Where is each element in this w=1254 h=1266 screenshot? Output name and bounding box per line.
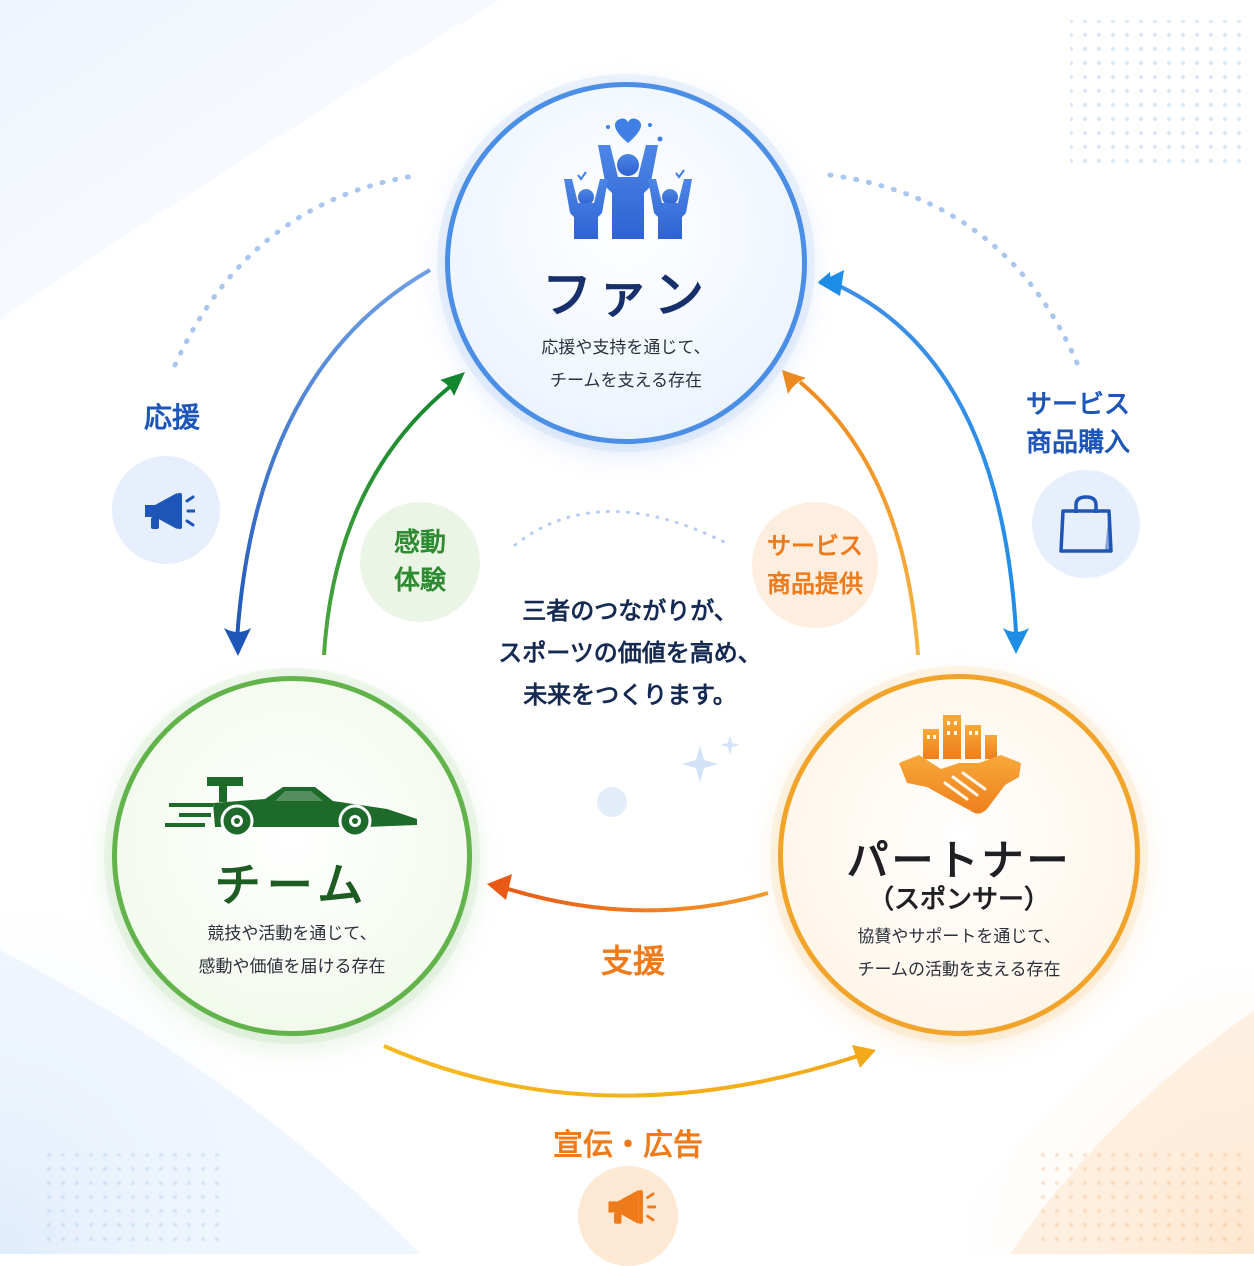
cheering-fans-icon xyxy=(564,118,692,239)
fan-description: 応援や支持を通じて、 チームを支える存在 xyxy=(450,332,802,398)
megaphone-icon xyxy=(608,1190,656,1224)
arrow-fan-partner xyxy=(818,270,1029,654)
center-line1: 三者のつながりが、 xyxy=(522,597,738,625)
label-support: 支援 xyxy=(600,942,665,980)
emotion-line2: 体験 xyxy=(393,566,446,596)
service-provide-line1: サービス xyxy=(767,532,863,560)
service-purchase-line2: 商品購入 xyxy=(1025,428,1130,458)
fan-title: ファン xyxy=(542,266,710,324)
label-service-purchase: サービス 商品購入 xyxy=(1010,386,1146,462)
partner-node: パートナー （スポンサー） 協賛やサポートを通じて、 チームの活動を支える存在 xyxy=(778,674,1140,1036)
fan-node: ファン 応援や支持を通じて、 チームを支える存在 xyxy=(445,82,807,444)
team-desc-line1: 競技や活動を通じて、 xyxy=(207,924,377,944)
partner-description: 協賛やサポートを通じて、 チームの活動を支える存在 xyxy=(783,921,1135,987)
label-cheer: 応援 xyxy=(143,401,200,434)
center-line3: 未来をつくります。 xyxy=(523,681,737,709)
service-provide-line2: 商品提供 xyxy=(767,570,863,598)
fan-desc-line2: チームを支える存在 xyxy=(550,371,702,391)
center-message: 三者のつながりが、 スポーツの価値を高め、 未来をつくります。 xyxy=(430,590,830,716)
partner-subtitle: （スポンサー） xyxy=(867,885,1050,915)
shopping-bag-icon xyxy=(1059,495,1113,553)
partner-title: パートナー xyxy=(846,836,1072,885)
partner-desc-line1: 協賛やサポートを通じて、 xyxy=(857,927,1061,947)
arrow-team-to-fan xyxy=(322,372,465,656)
team-node: チーム 競技や活動を通じて、 感動や価値を届ける存在 xyxy=(112,676,472,1036)
advertising-icon-bubble xyxy=(578,1166,678,1266)
service-purchase-line1: サービス xyxy=(1025,390,1130,420)
team-desc-line2: 感動や価値を届ける存在 xyxy=(198,957,386,977)
arrow-partner-to-fan xyxy=(782,370,920,656)
team-title: チーム xyxy=(214,858,370,912)
service-provide-bubble: サービス 商品提供 xyxy=(752,502,878,628)
shopping-bag-bubble xyxy=(1032,470,1140,578)
race-car-icon xyxy=(165,777,417,838)
megaphone-icon xyxy=(145,493,195,529)
arrow-team-to-partner xyxy=(383,1044,876,1098)
emotion-experience-bubble: 感動 体験 xyxy=(360,502,480,622)
fan-desc-line1: 応援や支持を通じて、 xyxy=(541,338,711,358)
arrow-fan-to-team xyxy=(224,268,431,656)
arrow-partner-to-team xyxy=(487,874,769,913)
emotion-line1: 感動 xyxy=(393,528,446,558)
team-description: 競技や活動を通じて、 感動や価値を届ける存在 xyxy=(117,918,467,984)
partner-desc-line2: チームの活動を支える存在 xyxy=(857,960,1061,980)
cheer-icon-bubble xyxy=(112,456,220,564)
center-line2: スポーツの価値を高め、 xyxy=(498,639,762,667)
label-advertising: 宣伝・広告 xyxy=(553,1128,703,1163)
handshake-buildings-icon xyxy=(899,715,1021,814)
